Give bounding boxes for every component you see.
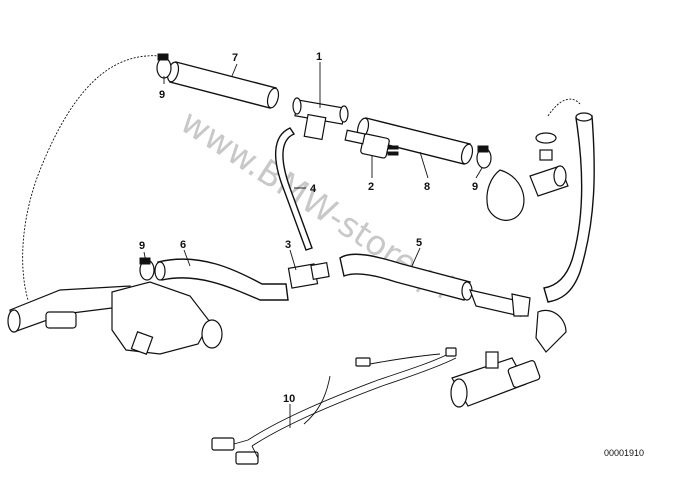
hose-right-vertical (543, 115, 595, 303)
callout-9-upper-left: 9 (159, 89, 165, 101)
clamp-9-lower-left (139, 257, 155, 281)
hose-7 (166, 61, 280, 109)
leader-lines (143, 62, 483, 428)
callout-8: 8 (424, 181, 430, 193)
callout-4: 4 (310, 183, 317, 195)
hose-5 (339, 253, 473, 301)
clamp-9-upper-right (476, 145, 492, 169)
callout-10: 10 (283, 393, 295, 405)
guide-line-left (22, 55, 161, 301)
document-number: 00001910 (604, 448, 644, 458)
hose-4 (274, 127, 313, 251)
hose-right-vertical-end (575, 112, 593, 122)
hose-8 (356, 117, 474, 165)
hose-6 (154, 258, 289, 301)
callout-5: 5 (416, 237, 422, 249)
guide-line-right (547, 98, 581, 117)
clamp-9-upper-left (156, 53, 172, 79)
callout-2: 2 (368, 181, 374, 193)
callout-3: 3 (285, 239, 291, 251)
t-connector-1 (292, 97, 349, 141)
callout-9-upper-right: 9 (472, 181, 478, 193)
wiring-harness-10 (211, 347, 457, 465)
callout-7: 7 (232, 52, 238, 64)
pipe-assembly-right-lower (450, 351, 541, 408)
callout-1: 1 (316, 51, 322, 63)
valve-2 (344, 129, 399, 159)
pipe-assembly-right-upper (486, 132, 569, 221)
pipe-assembly-left (7, 281, 223, 355)
callout-9-lower-left: 9 (139, 240, 145, 252)
connector-right-middle (469, 289, 567, 353)
callout-6: 6 (180, 239, 186, 251)
